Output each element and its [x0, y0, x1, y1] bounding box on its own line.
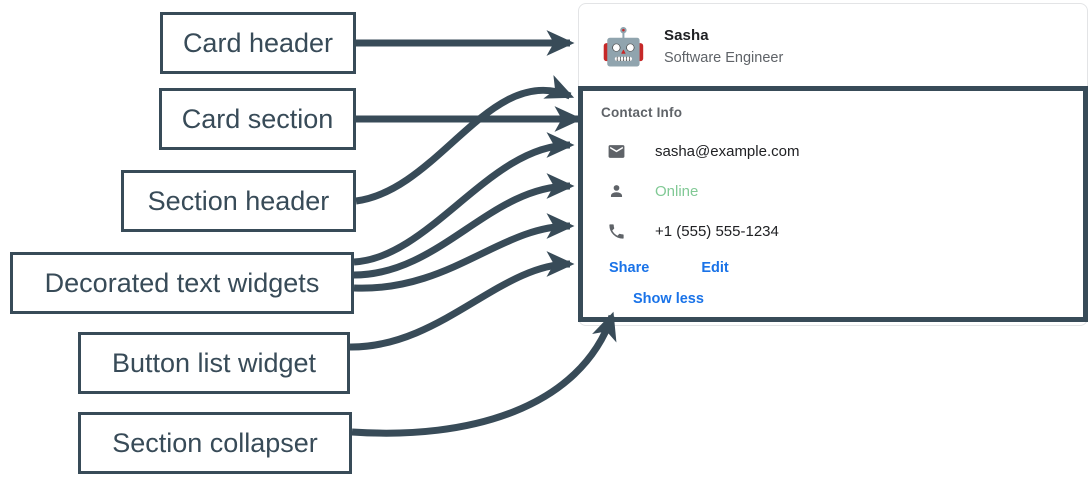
callout-section-collapser: Section collapser: [78, 412, 352, 474]
edit-button[interactable]: Edit: [701, 260, 729, 276]
card-section-content: Contact Info sasha@example.com Online: [583, 91, 1083, 317]
decorated-text-row-email: sasha@example.com: [599, 131, 1083, 171]
decorated-text-row-phone: +1 (555) 555-1234: [599, 211, 1083, 251]
card-header-text: Sasha Software Engineer: [664, 27, 783, 66]
callout-label: Section collapser: [112, 427, 318, 458]
email-value: sasha@example.com: [655, 142, 800, 160]
arrow-section-header: [355, 74, 575, 205]
person-icon: [605, 180, 627, 202]
arrow-decorated-text-3: [353, 213, 575, 292]
status-value: Online: [655, 182, 699, 200]
decorated-text-row-status: Online: [599, 171, 1083, 211]
arrow-decorated-text-2: [353, 173, 575, 279]
callout-label: Card section: [181, 103, 334, 134]
arrow-section-collapser: [351, 311, 617, 437]
section-header: Contact Info: [601, 105, 683, 120]
card-section: Contact Info sasha@example.com Online: [578, 86, 1088, 322]
callout-decorated-text-widgets: Decorated text widgets: [10, 252, 354, 314]
arrow-decorated-text-1: [353, 132, 575, 266]
arrow-button-list: [349, 251, 575, 351]
callout-button-list-widget: Button list widget: [78, 332, 350, 394]
card-header-subtitle: Software Engineer: [664, 50, 784, 66]
email-icon: [605, 140, 627, 162]
callout-card-section: Card section: [159, 88, 356, 150]
callout-label: Decorated text widgets: [44, 267, 320, 298]
card-header-title: Sasha: [664, 27, 709, 44]
callout-label: Section header: [147, 185, 330, 216]
section-collapser-button[interactable]: Show less: [633, 291, 704, 307]
callout-label: Button list widget: [111, 347, 317, 378]
card-header: 🤖 Sasha Software Engineer: [579, 4, 1087, 89]
phone-icon: [605, 220, 627, 242]
phone-value: +1 (555) 555-1234: [655, 222, 779, 240]
share-button[interactable]: Share: [609, 260, 650, 276]
button-list-widget: Share Edit: [603, 251, 1083, 285]
callout-section-header: Section header: [121, 170, 356, 232]
callout-card-header: Card header: [160, 12, 356, 74]
callout-label: Card header: [182, 27, 334, 58]
robot-avatar-icon: 🤖: [601, 25, 646, 67]
